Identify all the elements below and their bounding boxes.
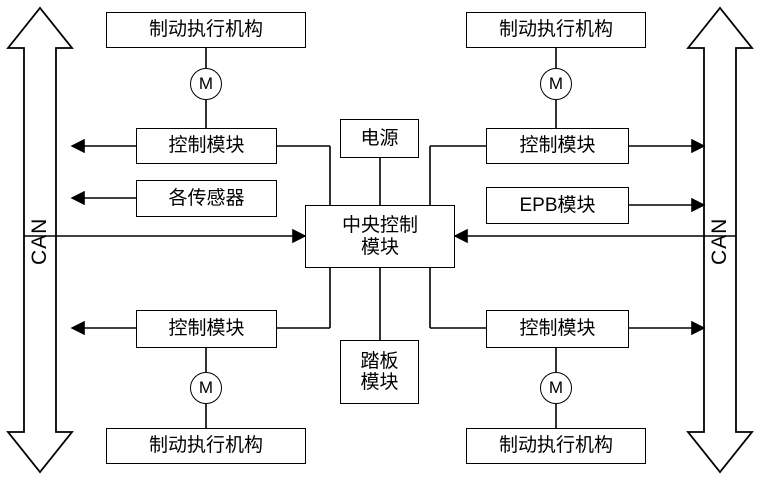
block-epb-module[interactable]: EPB模块 (486, 187, 629, 224)
block-actuator-top-right[interactable]: 制动执行机构 (466, 12, 646, 48)
motor-top-left[interactable]: M (190, 68, 222, 100)
block-actuator-bottom-right[interactable]: 制动执行机构 (466, 428, 646, 464)
block-actuator-top-left[interactable]: 制动执行机构 (106, 12, 306, 48)
block-control-top-left[interactable]: 控制模块 (136, 128, 277, 164)
block-central-control-module[interactable]: 中央控制 模块 (305, 205, 455, 268)
motor-top-right[interactable]: M (540, 68, 572, 100)
motor-bottom-left[interactable]: M (190, 372, 222, 404)
block-pedal-module[interactable]: 踏板 模块 (340, 340, 419, 404)
block-power-supply[interactable]: 电源 (340, 119, 419, 158)
block-control-top-right[interactable]: 控制模块 (486, 128, 629, 164)
block-control-bottom-right[interactable]: 控制模块 (486, 310, 629, 348)
block-actuator-bottom-left[interactable]: 制动执行机构 (106, 428, 306, 464)
can-bus-left-label: CAN (28, 217, 51, 265)
motor-bottom-right[interactable]: M (540, 372, 572, 404)
can-bus-right-label: CAN (708, 217, 731, 265)
block-sensors[interactable]: 各传感器 (136, 180, 277, 217)
block-control-bottom-left[interactable]: 控制模块 (136, 310, 277, 348)
